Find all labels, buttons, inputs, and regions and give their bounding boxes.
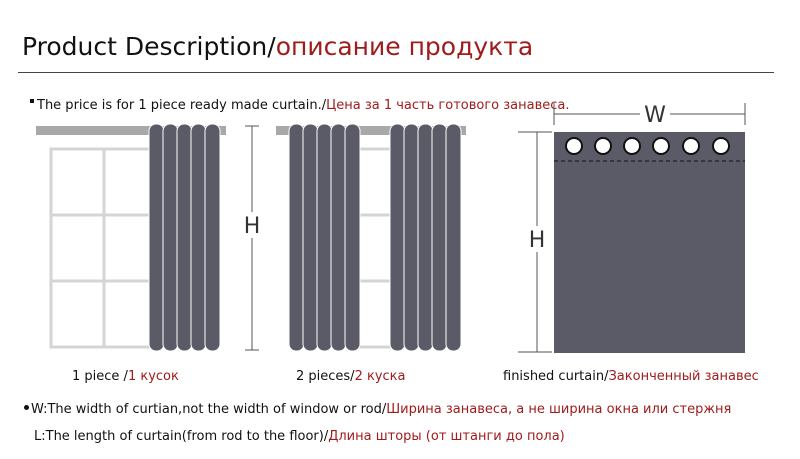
caption-one-piece: 1 piece /1 кусок [72, 369, 179, 385]
width-letter: W [644, 103, 666, 128]
single-piece-diagram: H [36, 123, 264, 352]
caption-english: 1 piece / [72, 369, 128, 384]
grommet-icon [682, 137, 700, 155]
caption-finished-curtain: finished curtain/Законченный занавес [503, 369, 759, 385]
two-pieces-diagram [276, 123, 466, 352]
height-letter: H [529, 228, 546, 253]
caption-russian: Законченный занавес [608, 369, 759, 384]
length-definition-russian: Длина шторы (от штанги до пола) [328, 429, 565, 444]
price-note-russian: Цена за 1 часть готового занавеса. [326, 98, 570, 113]
window-frame [356, 147, 392, 349]
grommet-icon [623, 137, 641, 155]
finished-curtain-diagram: W H [518, 101, 746, 353]
grommet-icon [712, 137, 730, 155]
length-definition-english: L:The length of curtain(from rod to the … [34, 429, 329, 444]
width-definition: W:The width of curtian,not the width of … [24, 402, 731, 418]
width-definition-russian: Ширина занавеса, а не ширина окна или ст… [386, 402, 732, 417]
curtain-panel-right [389, 123, 462, 352]
window-frame [49, 147, 155, 349]
grommet-icon [594, 137, 612, 155]
grommet-icon [565, 137, 583, 155]
grommet-row [565, 137, 730, 155]
title-russian: описание продукта [275, 32, 534, 61]
finished-curtain-panel [554, 132, 745, 353]
bullet-icon [24, 405, 29, 410]
caption-english: 2 pieces/ [296, 369, 355, 384]
curtain-panel-left [288, 123, 361, 352]
caption-two-pieces: 2 pieces/2 куска [296, 369, 406, 385]
price-note: The price is for 1 piece ready made curt… [30, 98, 570, 114]
curtain-rod [36, 126, 226, 135]
length-definition: L:The length of curtain(from rod to the … [34, 429, 565, 445]
title-divider [18, 72, 774, 73]
caption-russian: 1 кусок [127, 369, 179, 384]
grommet-icon [652, 137, 670, 155]
caption-russian: 2 куска [354, 369, 406, 384]
curtain-panel [148, 123, 221, 352]
title-separator: / [267, 32, 276, 61]
price-note-english: The price is for 1 piece ready made curt… [37, 98, 327, 113]
height-letter: H [244, 214, 261, 239]
curtain-rod [276, 126, 466, 135]
width-definition-english: W:The width of curtian,not the width of … [31, 402, 387, 417]
caption-english: finished curtain/ [503, 369, 609, 384]
square-bullet-icon [30, 99, 34, 103]
title-english: Product Description [22, 32, 268, 61]
page-title: Product Description/описание продукта [22, 30, 533, 64]
